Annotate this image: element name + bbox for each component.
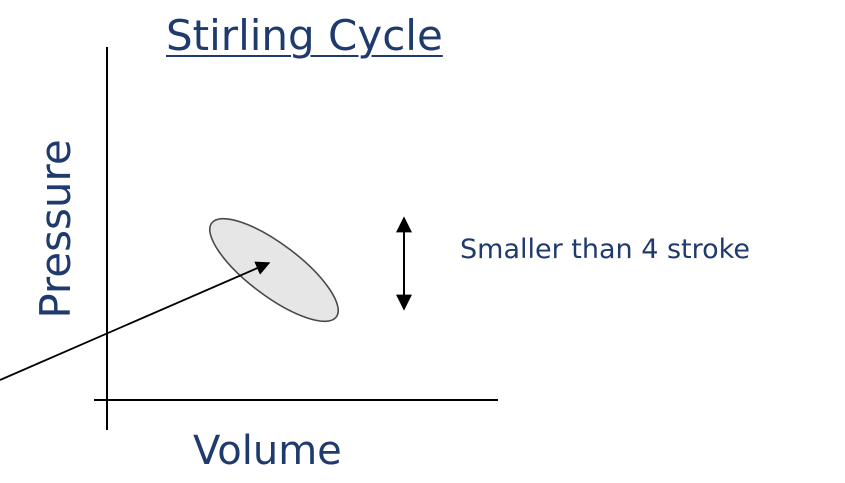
diagram-title: Stirling Cycle <box>166 11 443 60</box>
annotation-text: Smaller than 4 stroke <box>460 234 750 265</box>
pv-loop-ellipse <box>208 217 340 323</box>
pointer-arrow <box>0 261 271 381</box>
x-axis-label: Volume <box>193 428 342 474</box>
